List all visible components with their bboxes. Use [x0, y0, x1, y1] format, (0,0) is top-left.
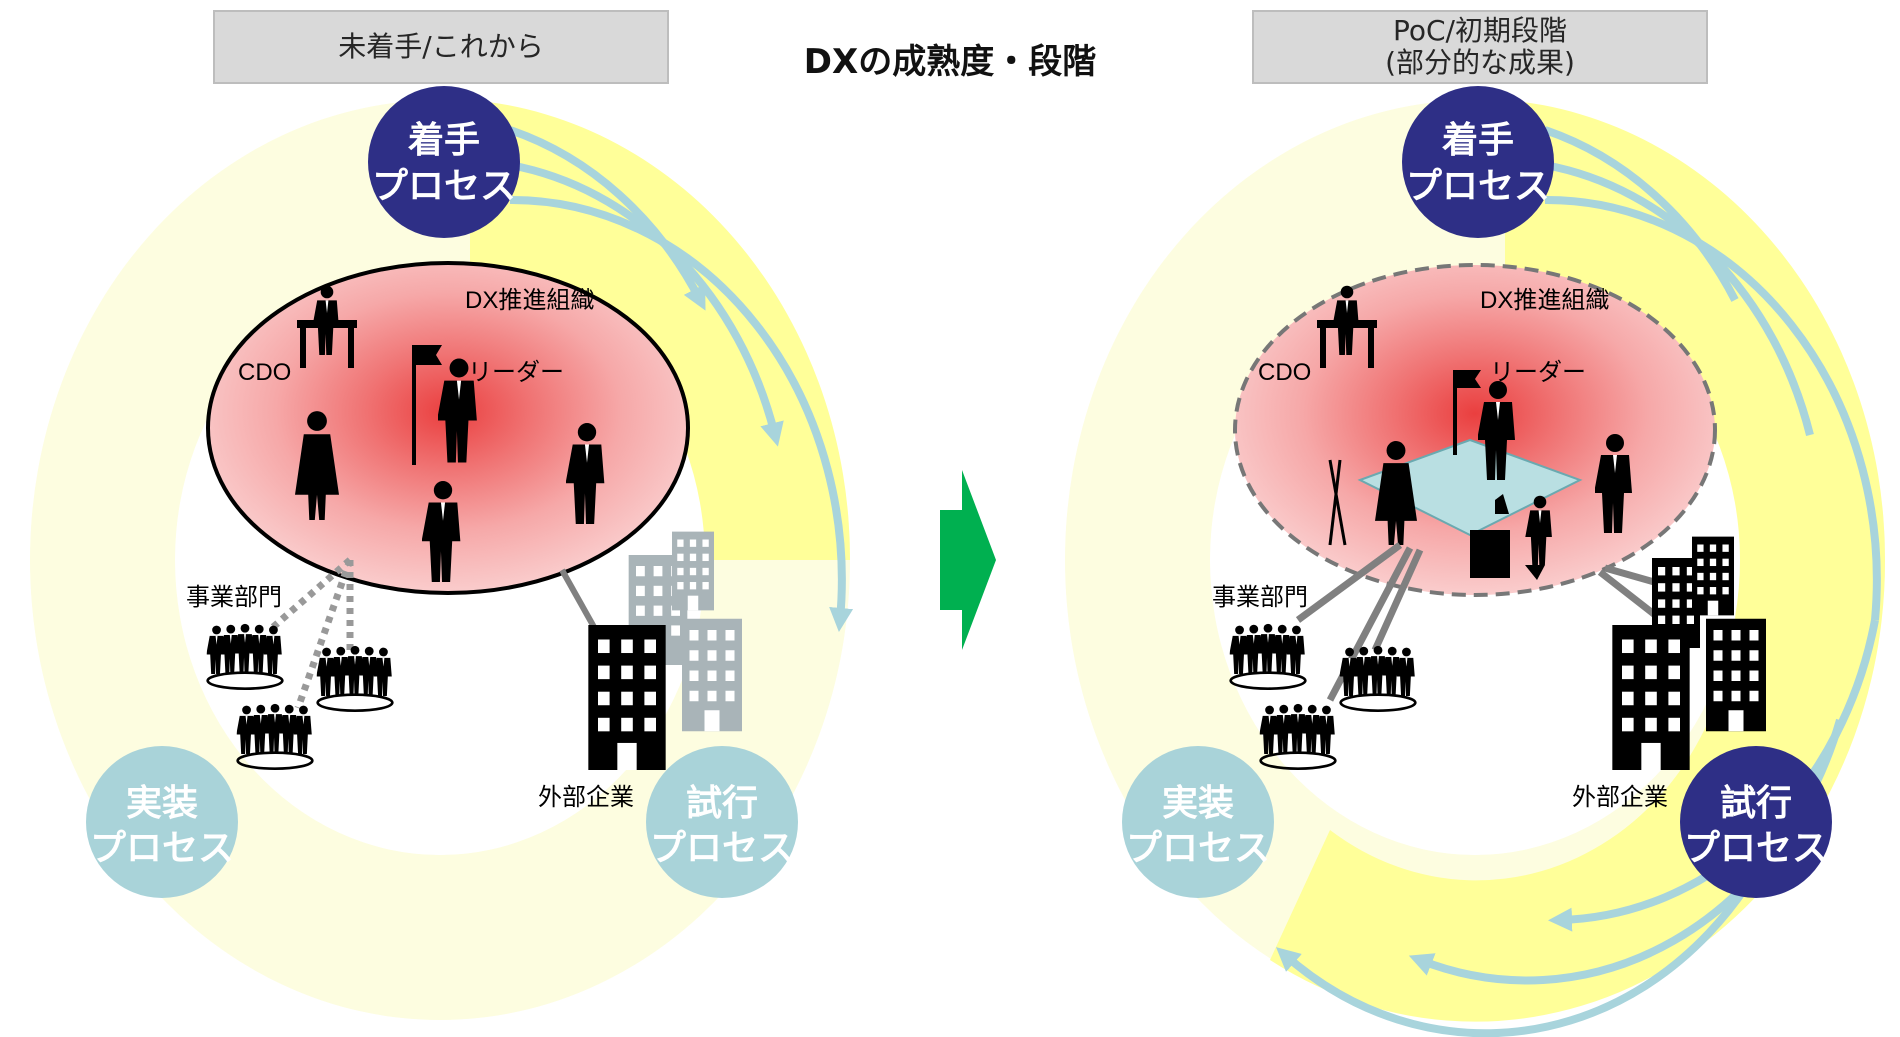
stage-1-diagram: DX推進組織 CDO リーダー 事業部門: [30, 86, 854, 1020]
stage-1-leader-label: リーダー: [468, 359, 564, 386]
svg-text:試行: 試行: [686, 782, 758, 823]
stage-1-impl-process: 実装 プロセス: [86, 746, 238, 898]
svg-text:実装: 実装: [1162, 782, 1234, 823]
stage-2-flow-arrow-1: [1543, 126, 1739, 302]
stage-1-label-line-1: 未着手/これから: [338, 29, 544, 63]
svg-text:プロセス: プロセス: [650, 827, 794, 868]
stage-2-org-label: DX推進組織: [1480, 287, 1609, 314]
stage-1-flow-arrow-3: [509, 195, 854, 632]
stage-2-external-label: 外部企業: [1572, 784, 1668, 811]
stage-2-active-arc-1: [1505, 100, 1886, 560]
stage-2-dx-org: [1233, 263, 1717, 597]
stage-2-label-line-2: (部分的な成果): [1385, 46, 1575, 79]
stage-2-presenter-icon: [1328, 441, 1417, 546]
stage-2-label: PoC/初期段階 (部分的な成果): [1252, 10, 1708, 84]
stage-1-cdo-icon: [297, 285, 357, 368]
stage-1-business-label: 事業部門: [186, 584, 282, 611]
stage-2-diagram: DX推進組織 CDO リーダー: [1065, 86, 1886, 1037]
stage-1-flow-arrow-2: [509, 161, 784, 447]
svg-text:試行: 試行: [1720, 782, 1792, 823]
stage-1-weak-links: [269, 557, 354, 710]
svg-text:プロセス: プロセス: [1684, 827, 1828, 868]
stage-2-cdo-icon: [1317, 285, 1377, 368]
stage-1-label: 未着手/これから: [213, 10, 669, 84]
stage-1-active-arc: [470, 100, 851, 560]
diagram-title: DXの成熟度・段階: [803, 42, 1097, 82]
stage-1-org-label: DX推進組織: [465, 287, 594, 314]
svg-text:実装: 実装: [126, 782, 198, 823]
stage-1-flow-arrow-1: [508, 126, 706, 311]
svg-text:着手: 着手: [408, 119, 480, 160]
stage-2-leader-icon: [1453, 370, 1515, 480]
svg-text:着手: 着手: [1442, 119, 1514, 160]
svg-text:プロセス: プロセス: [90, 827, 234, 868]
stage-1-cdo-label: CDO: [238, 359, 291, 386]
svg-text:プロセス: プロセス: [1126, 827, 1270, 868]
stage-2-trial-process: 試行 プロセス: [1680, 746, 1832, 898]
stage-2-flow-arrow-3: [1544, 195, 1881, 621]
stage-2-label-line-1: PoC/初期段階: [1392, 13, 1567, 47]
stage-2-start-process: 着手 プロセス: [1402, 86, 1554, 238]
stage-2-flow-arrow-2: [1544, 161, 1814, 436]
stage-1-leader-icon: [412, 345, 477, 465]
stage-1-external-label: 外部企業: [538, 784, 634, 811]
stage-2-engineer-icon: [1470, 494, 1552, 580]
svg-text:プロセス: プロセス: [372, 165, 516, 206]
stage-2-cdo-label: CDO: [1258, 359, 1311, 386]
stage-2-business-label: 事業部門: [1212, 584, 1308, 611]
svg-text:プロセス: プロセス: [1406, 165, 1550, 206]
stage-2-leader-label: リーダー: [1490, 359, 1586, 386]
stage-2-impl-process: 実装 プロセス: [1122, 746, 1274, 898]
stage-1-start-process: 着手 プロセス: [368, 86, 520, 238]
stage-2-project-table: [1357, 438, 1583, 537]
transition-arrow: [940, 470, 996, 650]
stage-1-trial-process: 試行 プロセス: [646, 746, 798, 898]
